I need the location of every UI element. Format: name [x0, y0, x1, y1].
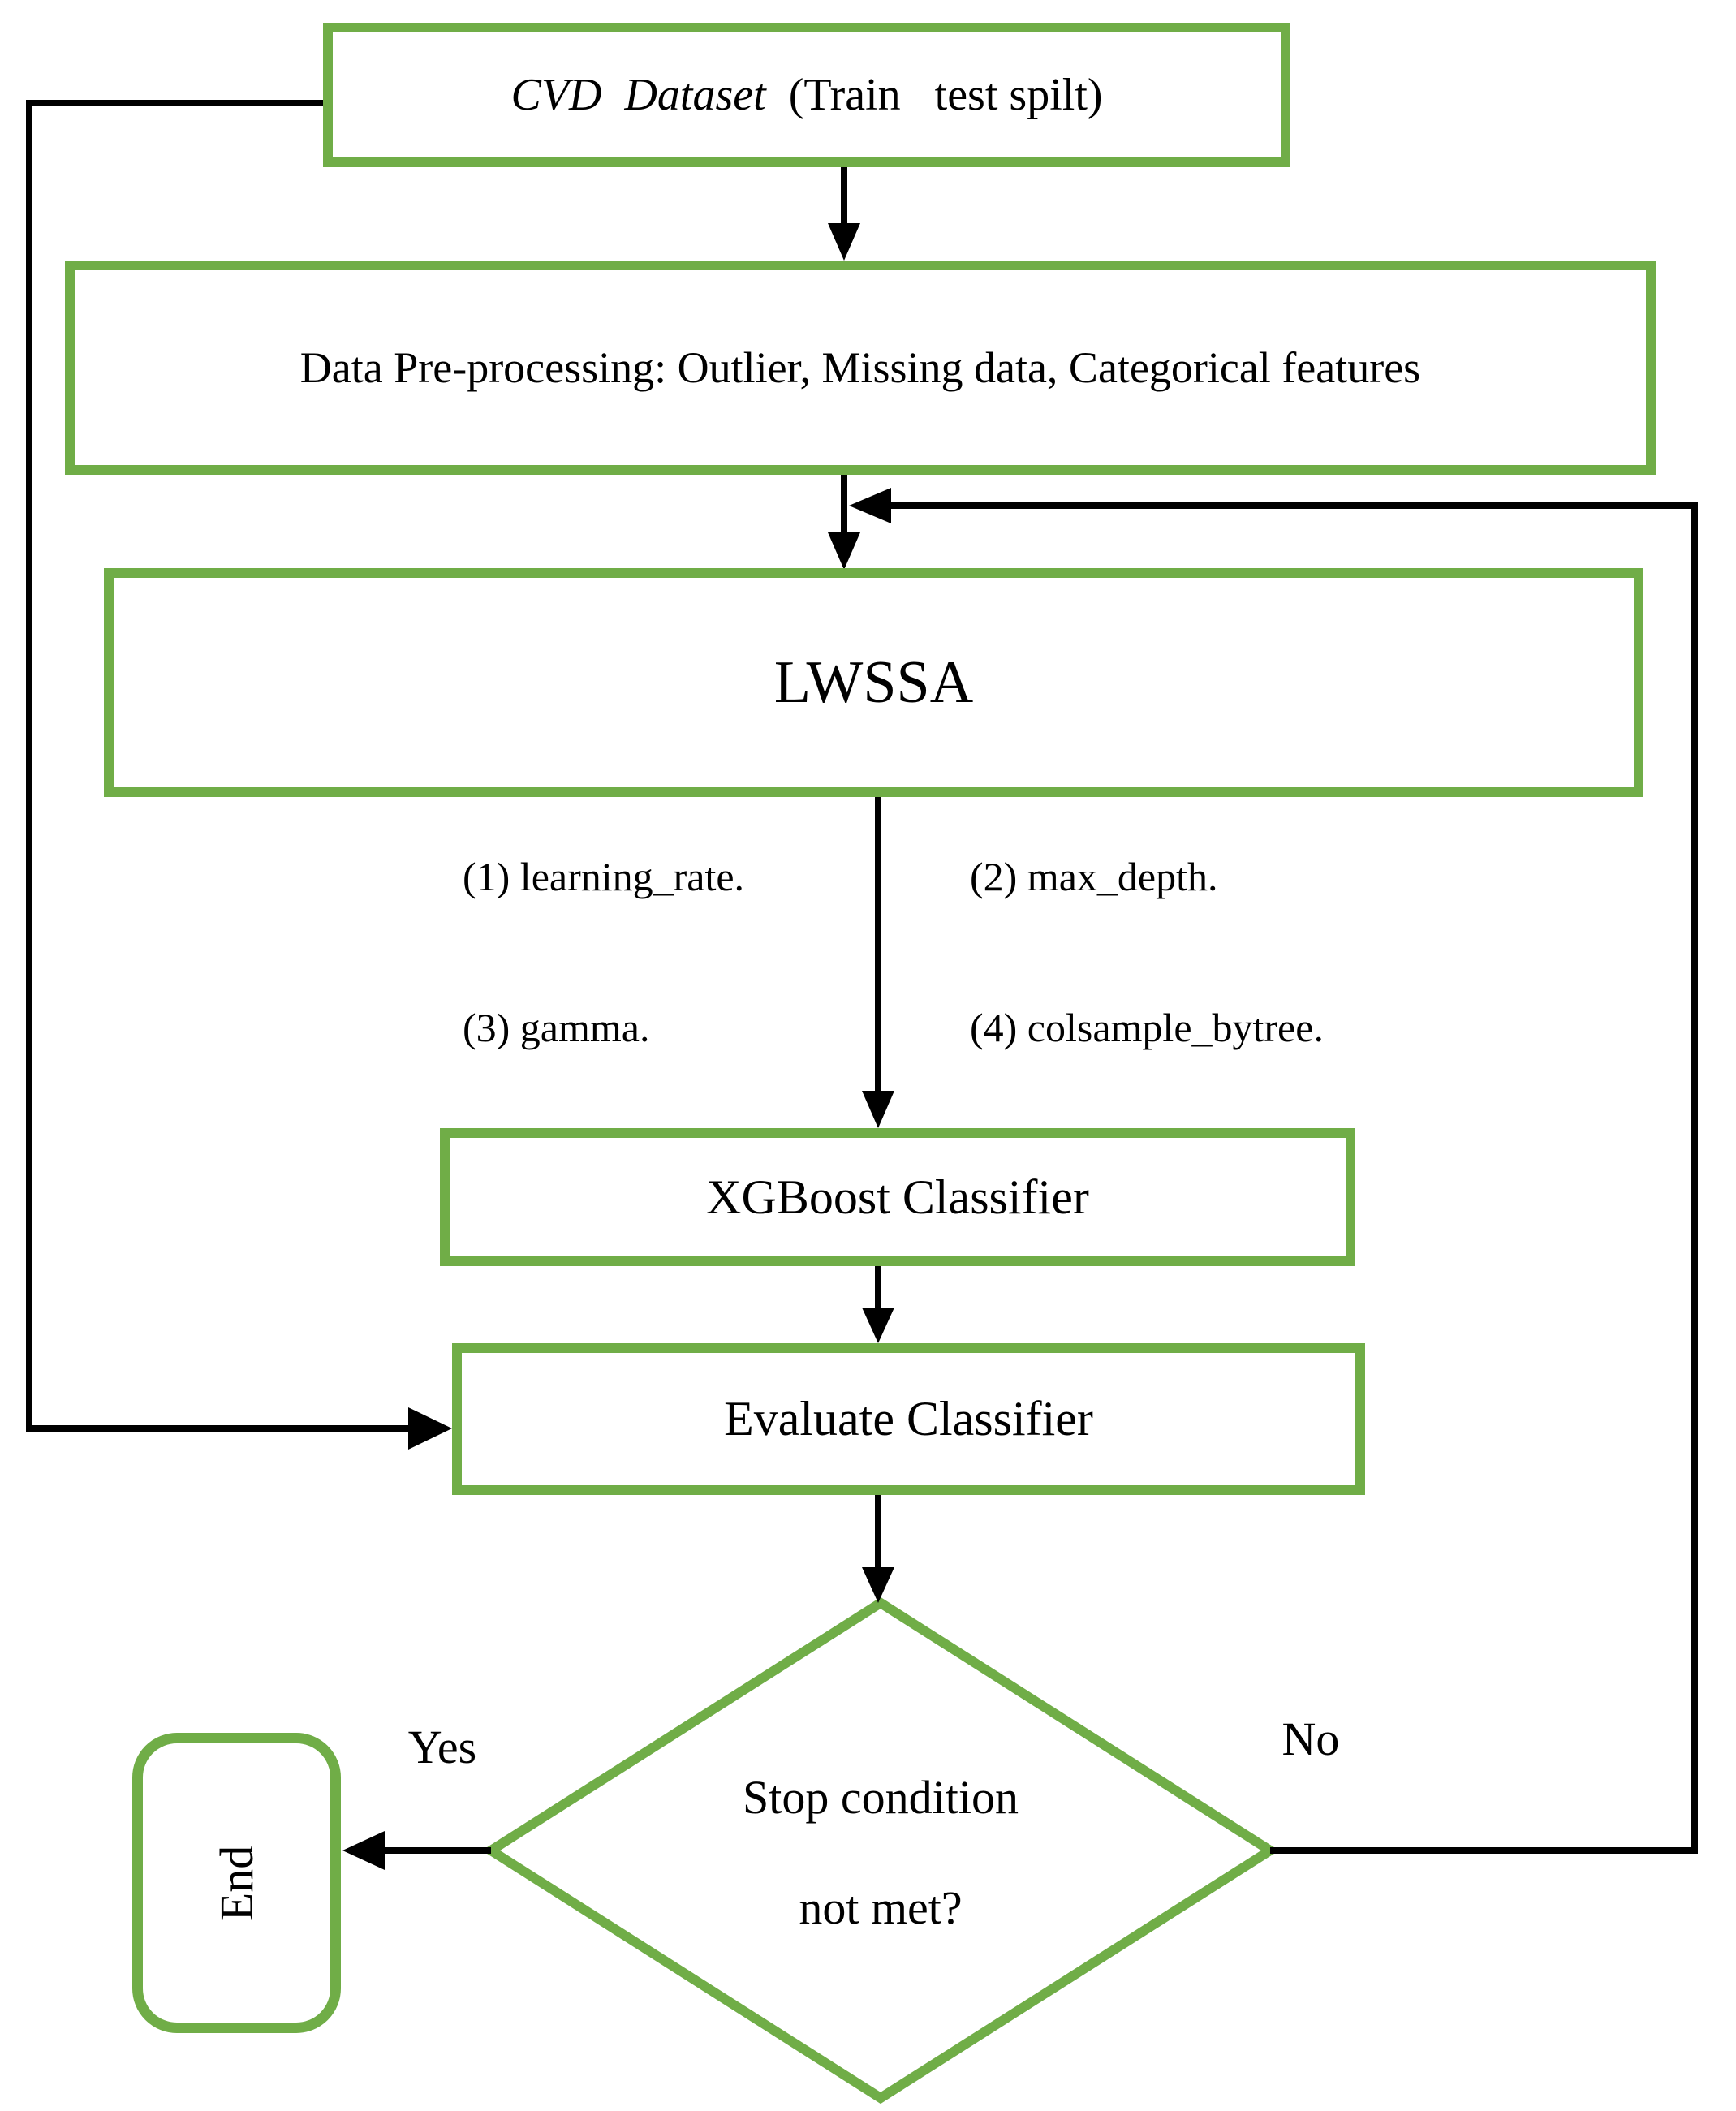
end-label: End [210, 1845, 263, 1921]
cvd-dataset-label-italic: CVD Dataset [510, 70, 766, 120]
arrowhead-evaluate-to-decision [862, 1567, 894, 1603]
dataset-to-evaluate-line [26, 100, 408, 1432]
arrowhead-dataset-to-evaluate [408, 1407, 452, 1450]
node-preprocessing: Data Pre-processing: Outlier, Missing da… [65, 261, 1656, 475]
param-max-depth: (2) max_depth. [970, 854, 1218, 899]
xgboost-label: XGBoost Classifier [706, 1170, 1089, 1224]
decision-label-line2: not met? [799, 1881, 963, 1934]
evaluate-label: Evaluate Classifier [724, 1392, 1093, 1445]
decision-label-line1: Stop condition [743, 1771, 1019, 1824]
lwssa-label: LWSSA [773, 648, 974, 716]
node-xgboost-classifier: XGBoost Classifier [440, 1128, 1355, 1266]
node-cvd-dataset: CVD Dataset (Train test spilt) [323, 23, 1290, 167]
decision-diamond-shape [481, 1596, 1280, 2105]
node-end-terminal: End [132, 1733, 341, 2033]
param-colsample-bytree: (4) colsample_bytree. [970, 1005, 1324, 1050]
arrowhead-dataset-to-preprocessing [828, 223, 860, 261]
param-gamma: (3) gamma. [463, 1005, 650, 1050]
node-evaluate-classifier: Evaluate Classifier [452, 1343, 1365, 1495]
arrowhead-xgboost-to-evaluate [862, 1308, 894, 1343]
preprocessing-label: Data Pre-processing: Outlier, Missing da… [299, 343, 1421, 392]
param-learning-rate: (1) learning_rate. [463, 854, 745, 899]
yes-branch-label: Yes [407, 1721, 477, 1773]
arrowhead-preprocessing-to-lwssa [828, 532, 860, 570]
node-lwssa: LWSSA [104, 568, 1643, 797]
cvd-dataset-label-rest: (Train test spilt) [765, 70, 1103, 120]
arrowhead-yes-to-end [342, 1831, 385, 1870]
arrowhead-feedback-junction [849, 488, 891, 523]
feedback-loop-line [891, 502, 1698, 1854]
no-branch-label: No [1282, 1712, 1340, 1765]
arrowhead-lwssa-to-xgboost [862, 1091, 894, 1128]
